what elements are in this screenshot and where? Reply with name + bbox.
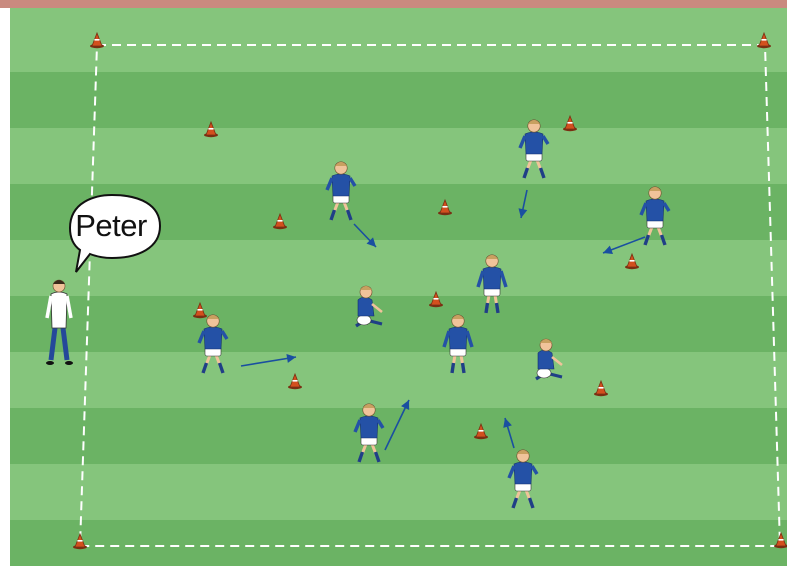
grass-stripe xyxy=(10,72,787,128)
coach-name-label: Peter xyxy=(62,198,160,254)
grass-stripe xyxy=(10,408,787,464)
grass-stripe xyxy=(10,464,787,520)
grass-stripes xyxy=(10,8,787,566)
grass-stripe xyxy=(10,296,787,352)
grass-stripe xyxy=(10,8,787,72)
top-strip xyxy=(0,0,787,8)
grass-stripe xyxy=(10,520,787,566)
grass-stripe xyxy=(10,128,787,184)
grass-stripe xyxy=(10,352,787,408)
